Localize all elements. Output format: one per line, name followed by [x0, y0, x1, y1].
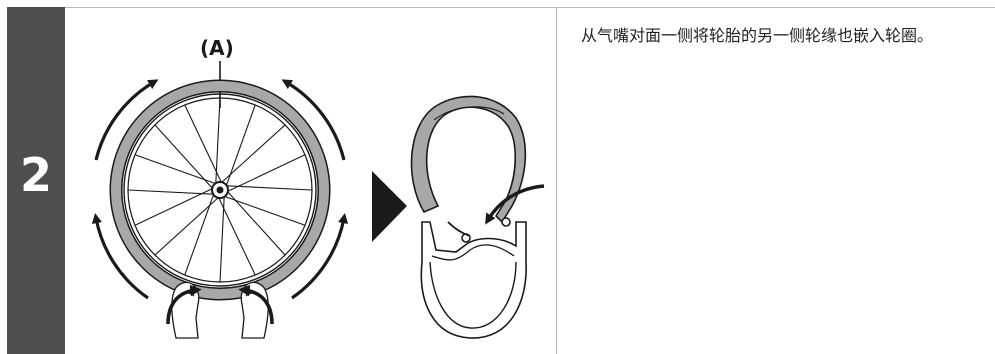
rim	[123, 93, 317, 287]
spoke	[184, 104, 222, 183]
next-step-arrow-icon	[372, 171, 407, 242]
spoke	[227, 154, 306, 192]
instruction-text: 从气嘴对面一侧将轮胎的另一侧轮缘也嵌入轮圈。	[581, 26, 934, 45]
callout-label: (A)	[200, 36, 234, 60]
curved-arrow-icon	[485, 184, 545, 225]
spoke	[225, 104, 256, 186]
spoke	[221, 124, 286, 183]
spoke	[154, 197, 219, 256]
rim-profile	[420, 221, 527, 339]
frame-column-divider	[556, 7, 557, 354]
spoke	[218, 197, 256, 276]
rotation-arrow-icon	[291, 212, 349, 300]
spoke	[219, 196, 225, 283]
rotation-arrows	[91, 79, 349, 300]
spokes	[127, 97, 313, 283]
step-number: 2	[19, 148, 52, 202]
spoke	[134, 188, 213, 226]
hand-push-arrow-icon	[166, 284, 202, 325]
frame-top-border	[65, 7, 995, 8]
wheel-illustration: (A)	[91, 36, 545, 339]
spoke	[134, 154, 216, 185]
rotation-arrow-icon	[94, 79, 159, 161]
hand-push-arrow-icon	[238, 284, 274, 325]
rotation-arrow-icon	[281, 79, 346, 161]
rim-cross-section	[410, 95, 545, 339]
rotation-arrow-icon	[91, 212, 149, 300]
spoke	[226, 185, 313, 191]
tire-bead	[410, 95, 527, 224]
spoke	[227, 191, 286, 256]
spoke	[184, 194, 215, 276]
spoke	[154, 124, 213, 189]
spoke	[127, 189, 214, 195]
spoke	[224, 195, 306, 226]
spoke	[215, 97, 221, 184]
bead-hook-right	[501, 217, 511, 227]
wheel	[109, 79, 331, 301]
step-number-column: 2	[7, 7, 65, 354]
